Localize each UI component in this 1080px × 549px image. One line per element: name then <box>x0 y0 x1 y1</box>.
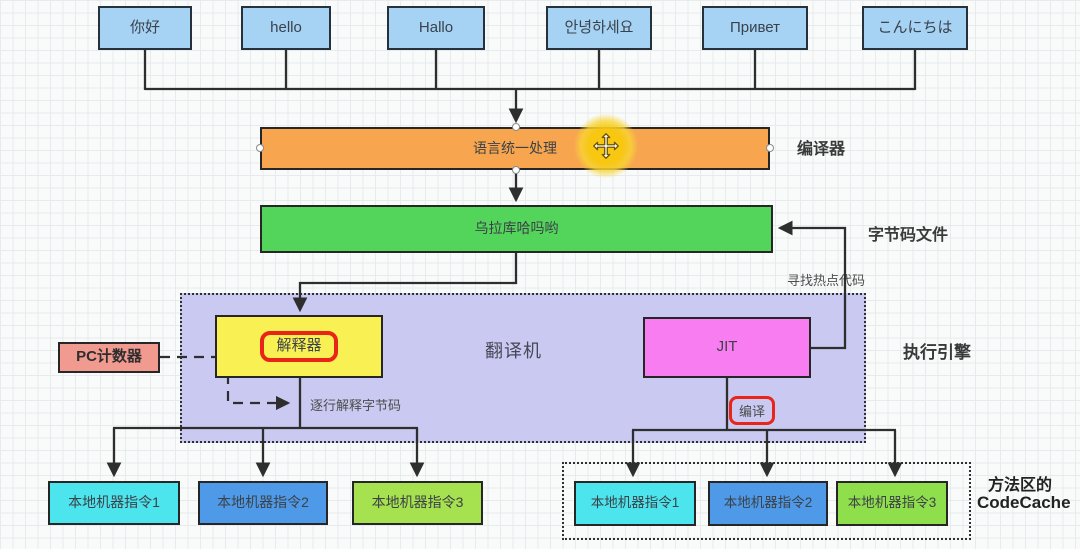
hotspot-note: 寻找热点代码 <box>787 273 866 288</box>
native-instr-right-1[interactable]: 本地机器指令1 <box>574 481 696 526</box>
execution-engine-annotation: 执行引擎 <box>903 343 971 362</box>
selection-handle-bottom[interactable] <box>512 166 520 174</box>
compile-highlight: 编译 <box>729 396 776 425</box>
codecache-annotation-line2: CodeCache <box>977 493 1071 512</box>
pc-counter-box[interactable]: PC计数器 <box>58 342 160 373</box>
codecache-annotation-line1: 方法区的 <box>988 477 1053 494</box>
compiler-annotation: 编译器 <box>797 141 846 158</box>
interpret-note: 逐行解释字节码 <box>310 398 402 413</box>
lang-box-de[interactable]: Hallo <box>387 6 485 50</box>
native-instr-right-3[interactable]: 本地机器指令3 <box>836 481 948 526</box>
interpreter-highlight: 解释器 <box>260 331 338 362</box>
lang-box-ko[interactable]: 안녕하세요 <box>546 6 652 50</box>
native-instr-right-2[interactable]: 本地机器指令2 <box>708 481 828 526</box>
lang-box-zh[interactable]: 你好 <box>98 6 192 50</box>
bytecode-box[interactable]: 乌拉库哈吗哟 <box>260 205 773 253</box>
jit-box[interactable]: JIT <box>643 317 811 378</box>
lang-box-ja[interactable]: こんにちは <box>862 6 968 50</box>
interpreter-box[interactable]: 解释器 <box>215 315 383 378</box>
selection-handle-top[interactable] <box>512 123 520 131</box>
translator-label: 翻译机 <box>485 341 542 361</box>
native-instr-left-3[interactable]: 本地机器指令3 <box>352 481 483 525</box>
native-instr-left-1[interactable]: 本地机器指令1 <box>48 481 180 525</box>
lang-box-en[interactable]: hello <box>241 6 331 50</box>
move-cursor-icon <box>593 133 619 159</box>
bytecode-annotation: 字节码文件 <box>868 227 949 244</box>
native-instr-left-2[interactable]: 本地机器指令2 <box>198 481 328 525</box>
selection-handle-left[interactable] <box>256 144 264 152</box>
compiler-box[interactable]: 语言统一处理 <box>260 127 770 170</box>
lang-box-ru[interactable]: Привет <box>702 6 808 50</box>
selection-handle-right[interactable] <box>766 144 774 152</box>
codecache-container[interactable] <box>562 462 971 540</box>
